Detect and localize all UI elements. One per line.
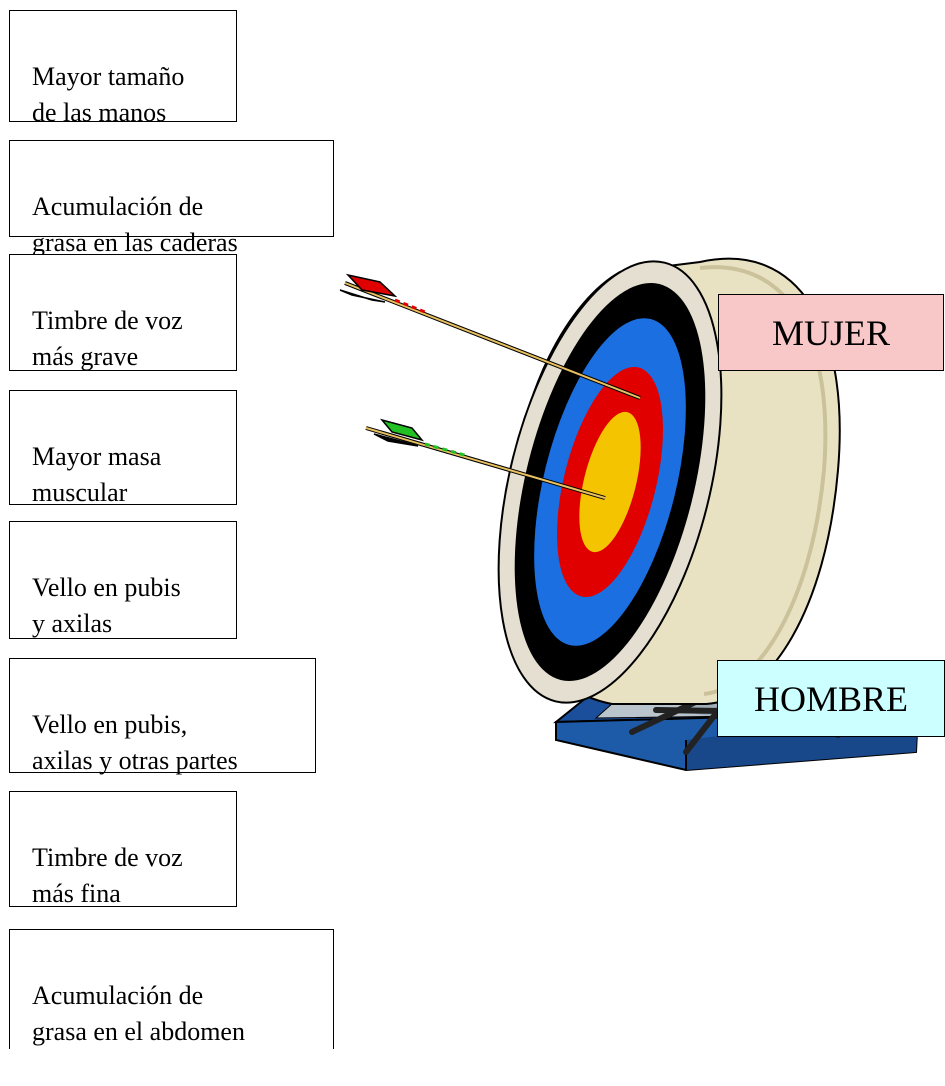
feature-card[interactable]: Vello en pubis, axilas y otras partes xyxy=(9,658,316,775)
label-mujer[interactable]: MUJER xyxy=(718,294,944,371)
feature-card-text: Timbre de voz más fina xyxy=(32,843,183,908)
label-hombre-text: HOMBRE xyxy=(753,678,909,719)
feature-card[interactable]: Timbre de voz más fina xyxy=(9,791,237,908)
feature-card-text: Mayor masa muscular xyxy=(32,442,162,507)
feature-card-text: Acumulación de grasa en las caderas xyxy=(32,192,238,257)
target-face xyxy=(497,260,723,704)
feature-card[interactable]: Acumulación de grasa en el abdomen xyxy=(9,929,334,1049)
feature-card-text: Acumulación de grasa en el abdomen xyxy=(32,981,245,1046)
feature-card-text: Timbre de voz más grave xyxy=(32,306,183,371)
feature-card-text: Mayor tamaño de las manos xyxy=(32,62,185,127)
arrow-icon xyxy=(339,273,641,400)
feature-card[interactable]: Acumulación de grasa en las caderas xyxy=(9,140,334,257)
feature-card-text: Vello en pubis, axilas y otras partes xyxy=(32,710,238,775)
feature-card-text: Vello en pubis y axilas xyxy=(32,573,181,638)
feature-card[interactable]: Vello en pubis y axilas xyxy=(9,521,237,639)
label-mujer-text: MUJER xyxy=(771,312,891,353)
label-hombre[interactable]: HOMBRE xyxy=(717,660,945,737)
feature-card[interactable]: Mayor tamaño de las manos xyxy=(9,10,237,127)
feature-card[interactable]: Mayor masa muscular xyxy=(9,390,237,507)
feature-card[interactable]: Timbre de voz más grave xyxy=(9,254,237,371)
arrow-icon xyxy=(365,418,606,500)
